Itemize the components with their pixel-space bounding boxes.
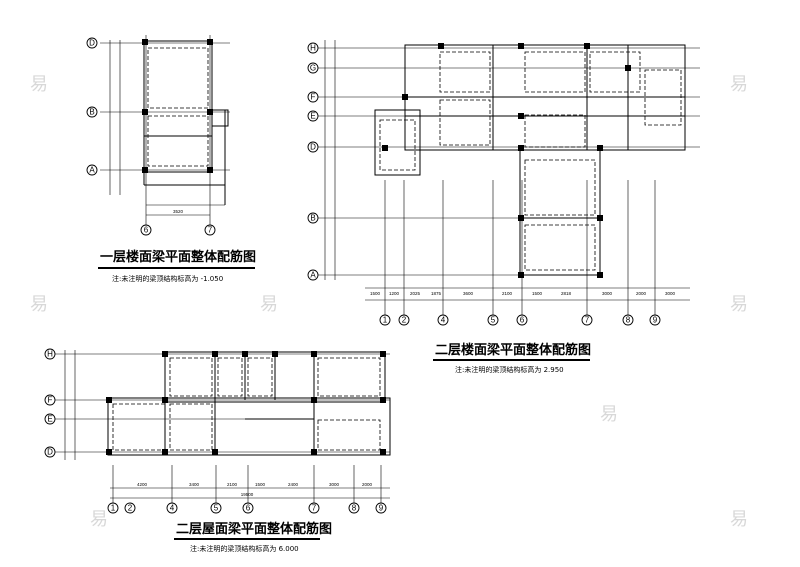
svg-text:4200: 4200	[137, 482, 148, 487]
svg-text:B: B	[310, 214, 315, 223]
column-axis-bubbles: 1 2 4 5 6 7 8 9	[379, 314, 661, 326]
svg-text:3000: 3000	[665, 291, 676, 296]
row-axis-bubbles: D B A	[86, 37, 98, 176]
svg-text:1500: 1500	[532, 291, 543, 296]
svg-text:6: 6	[144, 226, 149, 235]
svg-text:7: 7	[208, 226, 213, 235]
svg-text:9: 9	[653, 316, 658, 325]
dimension-labels: 1500 1200 2025 1875 3600 2100 1500 2818 …	[370, 291, 676, 296]
svg-text:E: E	[47, 415, 52, 424]
svg-text:5: 5	[491, 316, 496, 325]
svg-text:易: 易	[730, 74, 748, 95]
svg-text:H: H	[47, 350, 53, 359]
svg-text:3520: 3520	[173, 209, 184, 214]
svg-text:G: G	[310, 64, 316, 73]
svg-text:2: 2	[402, 316, 407, 325]
svg-text:D: D	[89, 39, 95, 48]
svg-text:易: 易	[260, 294, 278, 315]
svg-text:易: 易	[30, 74, 48, 95]
row-axis-bubbles: H F E D	[44, 348, 56, 458]
svg-text:2000: 2000	[362, 482, 373, 487]
svg-text:7: 7	[585, 316, 590, 325]
dimension-labels: 4200 3400 2100 1500 2400 3000 2000 19500	[137, 482, 373, 497]
svg-text:9: 9	[379, 504, 384, 513]
plan-3-note: 注:未注明的梁顶结构标高为 6.000	[190, 544, 299, 553]
plan-1-title: 一层楼面梁平面整体配筋图	[100, 249, 256, 265]
svg-text:7: 7	[312, 504, 317, 513]
svg-text:2400: 2400	[288, 482, 299, 487]
svg-text:2025: 2025	[410, 291, 421, 296]
svg-text:3400: 3400	[189, 482, 200, 487]
plan-1: 3520 D B A 6 7 一层楼面梁平面整体配筋图 注:未注明的梁顶结构标高…	[86, 35, 256, 283]
svg-text:1500: 1500	[255, 482, 266, 487]
svg-text:易: 易	[90, 509, 108, 530]
svg-text:4: 4	[441, 316, 446, 325]
plan-2-note: 注:未注明的梁顶结构标高为 2.950	[455, 365, 564, 374]
svg-text:易: 易	[30, 294, 48, 315]
svg-text:易: 易	[600, 404, 618, 425]
column-axis-bubbles: 6 7	[140, 224, 216, 236]
svg-text:F: F	[48, 396, 53, 405]
svg-text:19500: 19500	[241, 492, 254, 497]
row-axis-bubbles: H G F E D B A	[307, 42, 319, 281]
svg-text:2100: 2100	[502, 291, 513, 296]
svg-text:E: E	[310, 112, 315, 121]
svg-text:1875: 1875	[431, 291, 442, 296]
svg-text:4: 4	[170, 504, 175, 513]
svg-text:D: D	[310, 143, 316, 152]
plan-2: 1500 1200 2025 1875 3600 2100 1500 2818 …	[307, 40, 700, 374]
plan-3: 4200 3400 2100 1500 2400 3000 2000 19500…	[44, 348, 391, 553]
svg-text:3600: 3600	[463, 291, 474, 296]
svg-text:5: 5	[214, 504, 219, 513]
svg-text:6: 6	[246, 504, 251, 513]
svg-text:8: 8	[626, 316, 631, 325]
svg-text:A: A	[310, 271, 316, 280]
svg-text:3000: 3000	[602, 291, 613, 296]
svg-text:易: 易	[730, 509, 748, 530]
svg-text:D: D	[47, 448, 53, 457]
svg-text:F: F	[311, 93, 316, 102]
svg-text:A: A	[89, 166, 95, 175]
svg-text:2000: 2000	[636, 291, 647, 296]
column-axis-bubbles: 1 2 4 5 6 7 8 9	[107, 502, 387, 514]
svg-text:8: 8	[352, 504, 357, 513]
svg-text:易: 易	[730, 294, 748, 315]
svg-text:6: 6	[520, 316, 525, 325]
svg-text:1: 1	[383, 316, 388, 325]
svg-text:2: 2	[128, 504, 133, 513]
watermark: 易 易 易 易 易 易 易 易	[30, 74, 748, 530]
svg-text:B: B	[89, 108, 94, 117]
svg-text:H: H	[310, 44, 316, 53]
plan-1-note: 注:未注明的梁顶结构标高为 -1.050	[112, 274, 223, 283]
plan-2-title: 二层楼面梁平面整体配筋图	[435, 342, 591, 358]
svg-text:2100: 2100	[227, 482, 238, 487]
svg-text:3000: 3000	[329, 482, 340, 487]
svg-text:1: 1	[111, 504, 116, 513]
svg-text:1500: 1500	[370, 291, 381, 296]
svg-text:2818: 2818	[561, 291, 572, 296]
svg-text:1200: 1200	[389, 291, 400, 296]
plan-3-title: 二层屋面梁平面整体配筋图	[176, 521, 332, 537]
